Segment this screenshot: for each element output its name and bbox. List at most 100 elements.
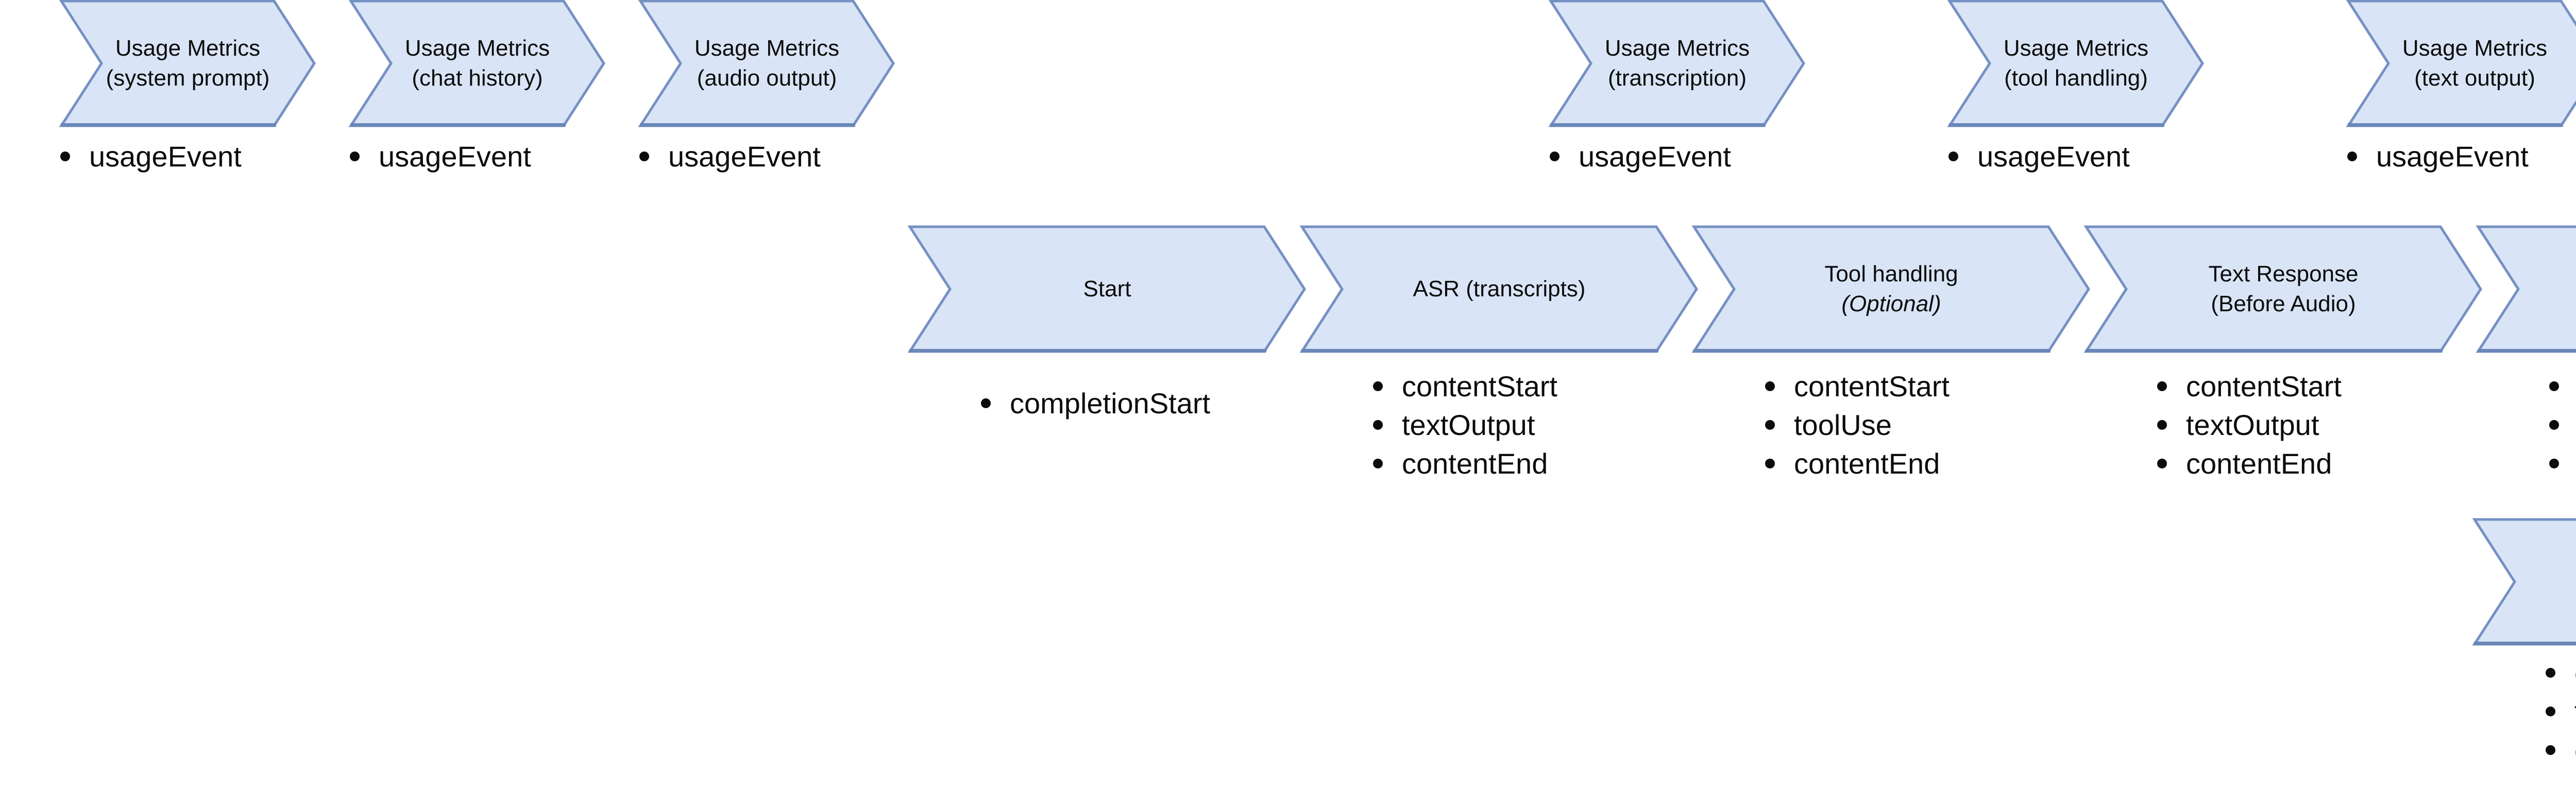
- event-name: toolUse: [1794, 409, 1892, 441]
- chevron-shape: [1691, 225, 2090, 353]
- event-item: textOutput: [2546, 692, 2576, 731]
- event-name: textOutput: [2574, 695, 2576, 728]
- event-item: contentStart: [2157, 367, 2342, 406]
- bullet-dot-icon: [639, 151, 649, 161]
- chevron-shape: [1947, 0, 2204, 127]
- step-subtitle: (system prompt): [106, 65, 270, 91]
- bullet-dot-icon: [2157, 459, 2167, 468]
- event-list-usage-text-output: usageEvent: [2347, 138, 2529, 174]
- step-title: ASR (transcripts): [1413, 276, 1586, 301]
- chevron-shape: [348, 0, 605, 127]
- event-item: contentEnd: [1373, 444, 1557, 483]
- bullet-dot-icon: [2549, 420, 2559, 430]
- event-name: contentStart: [1794, 370, 1950, 402]
- bullet-dot-icon: [2157, 381, 2167, 391]
- event-name: completionStart: [1010, 387, 1211, 419]
- chevron-label: Tool handling (Optional): [1693, 226, 2090, 352]
- chevron-usage-metrics-system-prompt: Usage Metrics (system prompt): [59, 0, 316, 127]
- event-item: usageEvent: [350, 138, 531, 174]
- event-name: textOutput: [1402, 409, 1535, 441]
- bullet-dot-icon: [981, 398, 991, 408]
- step-title: Usage Metrics: [404, 36, 550, 61]
- event-item: textOutput: [2157, 406, 2342, 444]
- chevron-barge-in: Barge in (User Interruption): [2472, 518, 2576, 646]
- bullet-dot-icon: [2546, 668, 2555, 678]
- event-item: usageEvent: [1948, 138, 2130, 174]
- event-name: contentStart: [2574, 656, 2576, 690]
- step-title: Start: [1083, 276, 1131, 301]
- event-item: usageEvent: [2347, 138, 2529, 174]
- chevron-asr-transcripts: ASR (transcripts): [1299, 225, 1698, 353]
- event-list-usage-tool-handling: usageEvent: [1948, 138, 2130, 174]
- step-title: Tool handling: [1824, 261, 1958, 287]
- chevron-label: Audio Response: [2477, 226, 2576, 352]
- event-item: contentEnd: [1765, 444, 1950, 483]
- event-list-audio-response: contentStartaudioOutputcontentEnd: [2549, 367, 2576, 483]
- chevron-label: Usage Metrics (system prompt): [60, 0, 315, 127]
- bullet-dot-icon: [2546, 745, 2555, 755]
- event-item: audioOutput: [2549, 406, 2576, 444]
- event-name: usageEvent: [89, 140, 242, 173]
- event-name: contentEnd: [2186, 447, 2332, 480]
- chevron-shape: [2083, 225, 2482, 353]
- event-item: contentStart: [2546, 653, 2576, 692]
- bullet-dot-icon: [1765, 420, 1775, 430]
- chevron-shape: [1548, 0, 1805, 127]
- event-name: usageEvent: [1579, 140, 1731, 173]
- chevron-label: Usage Metrics (text output): [2347, 0, 2576, 127]
- event-item: contentStart: [1765, 367, 1950, 406]
- event-name: contentEnd: [1402, 447, 1548, 480]
- event-item: usageEvent: [639, 138, 821, 174]
- chevron-label: Text Response (Before Audio): [2085, 226, 2482, 352]
- event-list-tool-handling: contentStart toolUse contentEnd: [1765, 367, 1950, 483]
- chevron-usage-metrics-text-output: Usage Metrics (text output): [2346, 0, 2576, 127]
- event-name: usageEvent: [1977, 140, 2130, 173]
- bullet-dot-icon: [1765, 459, 1775, 468]
- event-name: contentEnd: [2574, 733, 2576, 767]
- event-name: contentEnd: [1794, 447, 1940, 480]
- step-subtitle: (audio output): [697, 65, 837, 91]
- event-list-usage-chat-history: usageEvent: [350, 138, 531, 174]
- event-item: toolUse: [1765, 406, 1950, 444]
- bullet-dot-icon: [1373, 381, 1383, 391]
- chevron-usage-metrics-chat-history: Usage Metrics (chat history): [348, 0, 605, 127]
- step-subtitle: (transcription): [1608, 65, 1747, 91]
- chevron-shape: [907, 225, 1306, 353]
- step-subtitle: (chat history): [412, 65, 543, 91]
- step-title: Text Response: [2208, 261, 2359, 287]
- bullet-dot-icon: [1550, 151, 1560, 161]
- chevron-start: Start: [907, 225, 1306, 353]
- bullet-dot-icon: [1765, 381, 1775, 391]
- chevron-label: Usage Metrics (transcription): [1550, 0, 1805, 127]
- chevron-label: ASR (transcripts): [1301, 226, 1698, 352]
- event-item: usageEvent: [60, 138, 242, 174]
- chevron-shape: [638, 0, 895, 127]
- step-title: Usage Metrics: [2402, 36, 2548, 61]
- event-list-start: completionStart: [981, 384, 1210, 423]
- chevron-tool-handling: Tool handling (Optional): [1691, 225, 2090, 353]
- step-subtitle: (Optional): [1841, 291, 1941, 316]
- event-list-usage-transcription: usageEvent: [1550, 138, 1731, 174]
- bullet-dot-icon: [60, 151, 70, 161]
- event-list-usage-audio-output-1: usageEvent: [639, 138, 821, 174]
- chevron-shape: [59, 0, 316, 127]
- chevron-shape: [2472, 518, 2576, 646]
- step-subtitle: (Before Audio): [2211, 291, 2356, 316]
- bullet-dot-icon: [2347, 151, 2357, 161]
- event-name: textOutput: [2186, 409, 2319, 441]
- event-item: contentEnd: [2546, 731, 2576, 769]
- bullet-dot-icon: [2157, 420, 2167, 430]
- chevron-label: Start: [909, 226, 1306, 352]
- bullet-dot-icon: [1373, 459, 1383, 468]
- chevron-label: Usage Metrics (tool handling): [1948, 0, 2204, 127]
- event-item: usageEvent: [1550, 138, 1731, 174]
- step-subtitle: (tool handling): [2004, 65, 2148, 91]
- event-name: contentStart: [1402, 370, 1557, 402]
- event-item: completionStart: [981, 384, 1210, 423]
- bullet-dot-icon: [1948, 151, 1958, 161]
- event-list-barge-in: contentStart textOutput contentEnd: [2546, 653, 2576, 769]
- bullet-dot-icon: [2546, 707, 2555, 716]
- event-name: usageEvent: [379, 140, 531, 173]
- bullet-dot-icon: [350, 151, 360, 161]
